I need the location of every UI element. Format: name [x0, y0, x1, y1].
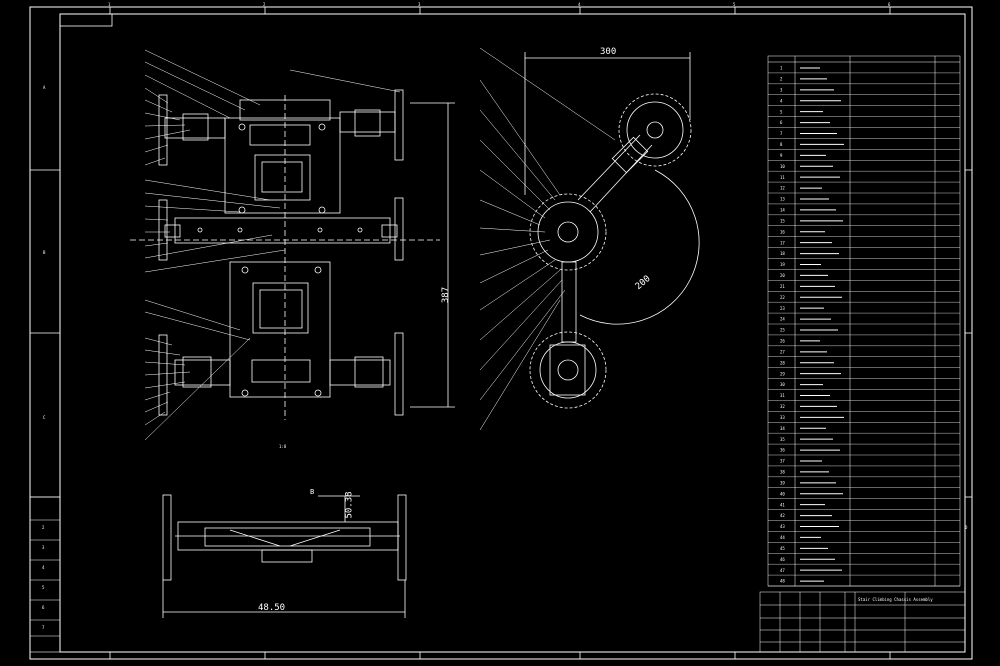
parts-table-row-number: 18	[780, 251, 785, 256]
top-view-leaders	[144, 49, 401, 441]
parts-table-row-number: 24	[780, 317, 785, 322]
left-strip-label-3: 4	[42, 565, 45, 570]
zone-label-row-a: A	[43, 85, 46, 90]
zone-label-col-5: 5	[733, 2, 736, 7]
parts-table-row-number: 47	[780, 568, 785, 573]
parts-table-row-number: 37	[780, 459, 785, 464]
parts-table-row-number: 7	[780, 131, 783, 136]
side-view-leaders	[479, 47, 616, 431]
parts-table-row-number: 40	[780, 491, 785, 496]
parts-table-row-number: 22	[780, 295, 785, 300]
parts-table	[767, 55, 961, 587]
left-strip-label-1: 2	[42, 525, 45, 530]
parts-table-row-number: 46	[780, 557, 785, 562]
parts-table-row-number: 30	[780, 382, 785, 387]
dim-front-width: 50.38	[344, 491, 355, 519]
parts-table-row-number: 10	[780, 164, 785, 169]
parts-table-row-number: 13	[780, 197, 785, 202]
parts-table-row-number: 42	[780, 513, 785, 518]
parts-table-row-number: 16	[780, 229, 785, 234]
parts-table-row-number: 41	[780, 502, 785, 507]
dim-arm-length: 300	[600, 47, 617, 57]
parts-table-row-number: 20	[780, 273, 785, 278]
parts-table-row-number: 4	[780, 98, 783, 103]
code-box	[59, 13, 113, 27]
left-strip-label-2: 3	[42, 545, 45, 550]
parts-table-row-number: 28	[780, 360, 785, 365]
parts-table-row-number: 3	[780, 87, 783, 92]
parts-table-row-number: 6	[780, 120, 783, 125]
zone-label-col-1: 1	[108, 2, 111, 7]
dim-bottom-width: 48.50	[258, 603, 286, 613]
parts-table-row-number: 34	[780, 426, 785, 431]
zone-label-col-3: 3	[418, 2, 421, 7]
parts-table-row-number: 23	[780, 306, 785, 311]
parts-table-row-number: 15	[780, 218, 785, 223]
zone-label-col-2: 2	[263, 2, 266, 7]
parts-table-row-number: 35	[780, 437, 785, 442]
parts-table-row-number: 19	[780, 262, 785, 267]
parts-table-row-number: 31	[780, 393, 785, 398]
parts-table-row-number: 39	[780, 480, 785, 485]
title-block-title: Stair Climbing Chassis Assembly	[858, 597, 933, 602]
left-strip-label-4: 5	[42, 585, 45, 590]
parts-table-row-number: 12	[780, 186, 785, 191]
parts-table-row-number: 17	[780, 240, 785, 245]
parts-table-row-number: 38	[780, 470, 785, 475]
section-marker-b: B	[310, 488, 314, 496]
parts-table-row-number: 21	[780, 284, 785, 289]
top-view-scale: 1:8	[279, 444, 287, 449]
parts-table-row-number: 8	[780, 142, 783, 147]
zone-label-row-b: B	[43, 250, 46, 255]
parts-table-row-number: 43	[780, 524, 785, 529]
parts-table-row-number: 45	[780, 546, 785, 551]
inner-border	[59, 13, 966, 653]
title-block	[759, 591, 966, 653]
top-view	[130, 89, 455, 420]
parts-table-row-number: 33	[780, 415, 785, 420]
parts-table-row-number: 11	[780, 175, 785, 180]
zone-label-row-d: D	[965, 525, 968, 530]
parts-table-row-number: 36	[780, 448, 785, 453]
parts-table-row-number: 1	[780, 66, 783, 71]
zone-label-col-6: 6	[888, 2, 891, 7]
parts-table-row-number: 9	[780, 153, 783, 158]
parts-table-row-number: 27	[780, 349, 785, 354]
dim-height: 387	[441, 286, 452, 304]
parts-table-row-number: 14	[780, 208, 785, 213]
parts-table-row-number: 26	[780, 339, 785, 344]
left-strip-label-5: 6	[42, 605, 45, 610]
parts-table-row-number: 48	[780, 579, 785, 584]
zone-label-row-c: C	[43, 415, 46, 420]
parts-table-row-number: 32	[780, 404, 785, 409]
side-view	[524, 52, 700, 409]
parts-table-row-number: 25	[780, 328, 785, 333]
left-strip-label-6: 7	[42, 625, 45, 630]
parts-table-row-number: 44	[780, 535, 785, 540]
parts-table-rows: 1234567891011121314151617181920212223242…	[768, 61, 960, 587]
zone-label-col-4: 4	[578, 2, 581, 7]
parts-table-row-number: 29	[780, 371, 785, 376]
left-strip-table	[29, 496, 61, 653]
parts-table-row-number: 5	[780, 109, 783, 114]
front-view	[162, 494, 407, 618]
parts-table-row-number: 2	[780, 77, 783, 82]
